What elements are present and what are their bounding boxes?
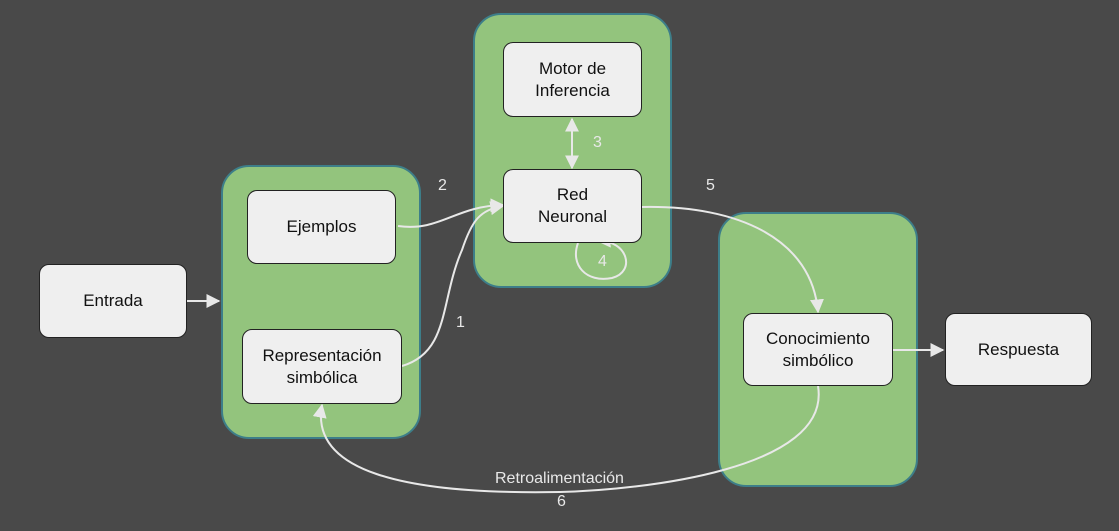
step-label-3: 3 [593,134,602,151]
arrow-feedback [312,385,820,494]
loop-red-self [575,233,628,280]
node-red-neuronal: Red Neuronal [503,169,642,243]
node-conocimiento-simbolico: Conocimiento simbólico [743,313,893,386]
node-motor-de-inferencia: Motor de Inferencia [503,42,642,117]
arrow-ejemplos-to-red [397,198,505,228]
arrow-representacion-to-red [401,201,505,367]
node-entrada: Entrada [39,264,187,338]
node-ejemplos: Ejemplos [247,190,396,264]
feedback-label: Retroalimentación [495,470,624,487]
step-label-6: 6 [557,493,566,510]
step-label-5: 5 [706,177,715,194]
arrow-red-to-conocimiento [641,205,824,314]
node-respuesta: Respuesta [945,313,1092,386]
step-label-4: 4 [598,253,607,270]
step-label-1: 1 [456,314,465,331]
node-representacion-simbolica: Representación simbólica [242,329,402,404]
step-label-2: 2 [438,177,447,194]
